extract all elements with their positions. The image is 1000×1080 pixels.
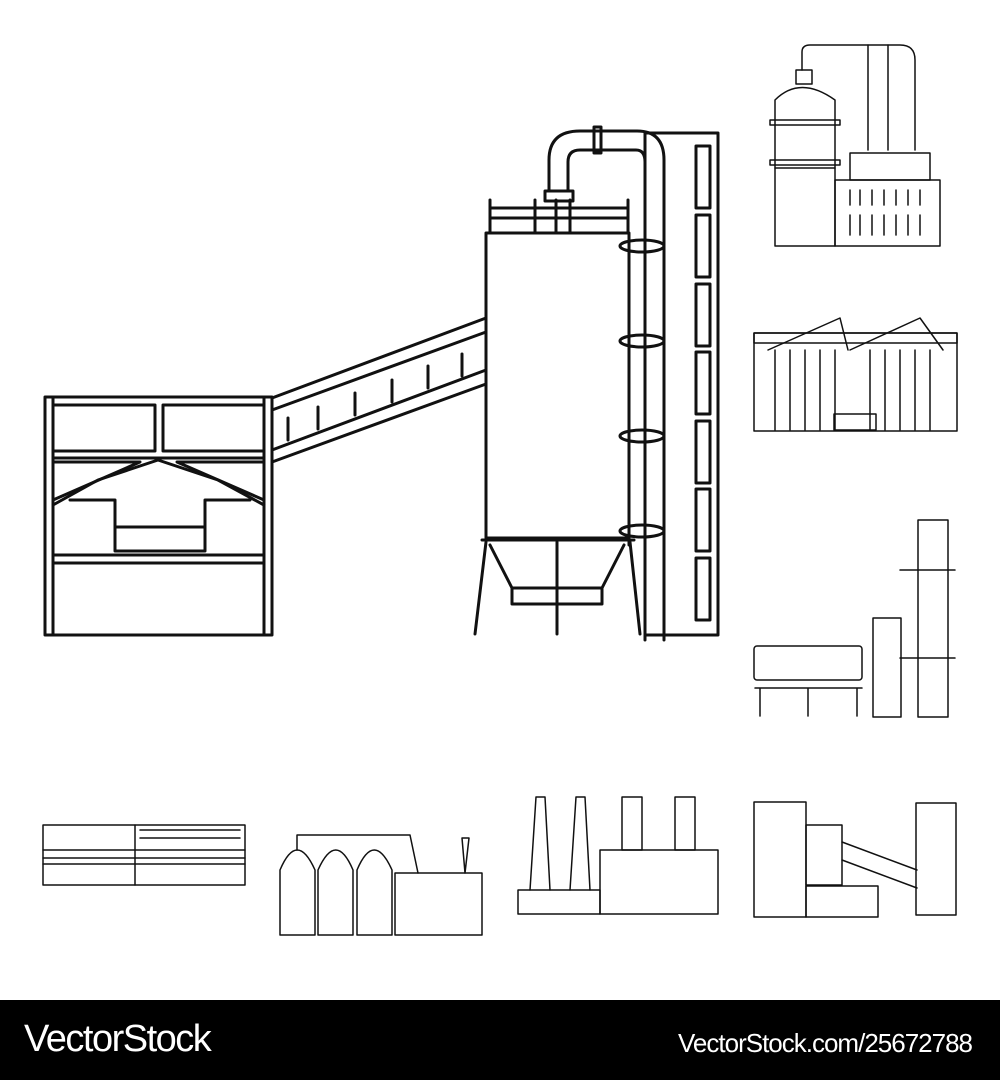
grain-silo-icon xyxy=(753,317,958,432)
image-reference: VectorStock.com/25672788 xyxy=(678,1028,973,1058)
warehouse-icon xyxy=(42,824,246,886)
watermark-footer: VectorStock VectorStock.com/25672788 xyxy=(0,1000,1000,1080)
factory-chimneys-icon xyxy=(517,796,719,915)
factory-silos-icon xyxy=(279,834,483,936)
plant-conveyor-icon xyxy=(753,801,957,918)
hopper-towers-icon xyxy=(753,519,956,718)
brand-logo: VectorStock xyxy=(24,1018,212,1060)
cement-plant-icon xyxy=(43,125,720,642)
illustration xyxy=(42,44,958,936)
refinery-icon xyxy=(769,44,941,247)
